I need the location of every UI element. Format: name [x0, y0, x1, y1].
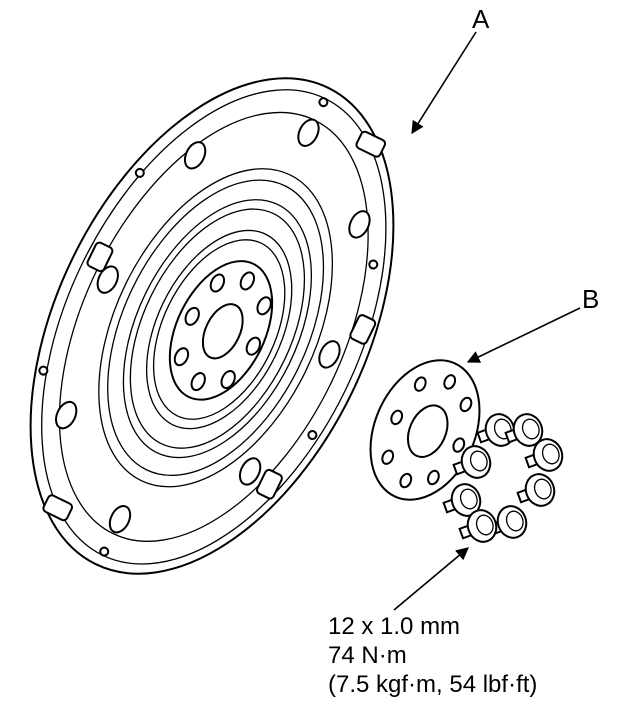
- back-plate-bolt-holes: [381, 374, 473, 489]
- bolt-torque-nm: 74 N·m: [328, 642, 407, 669]
- callout-b: B: [582, 284, 599, 314]
- bolt: [504, 413, 544, 447]
- bolt: [516, 473, 556, 507]
- bolt-torque-alt: (7.5 kgf·m, 54 lbf·ft): [328, 671, 537, 698]
- bolt: [524, 438, 564, 472]
- bolt-thread-spec: 12 x 1.0 mm: [328, 613, 460, 640]
- flywheel-hub-bolt-holes: [173, 271, 272, 392]
- flywheel-rim-small-holes: [38, 97, 379, 557]
- flywheel-bolt-holes: [55, 118, 371, 534]
- leader-b: [466, 307, 581, 363]
- back-plate: [369, 359, 481, 501]
- flywheel-plate: [29, 77, 395, 575]
- leader-bolt-spec: [393, 547, 469, 611]
- flywheel-rim-tabs: [42, 130, 387, 522]
- bolt: [452, 445, 492, 479]
- leader-a: [411, 31, 477, 135]
- bolt: [442, 483, 482, 517]
- bolt: [458, 509, 498, 543]
- flywheel-bolts: [442, 413, 564, 543]
- callout-a: A: [472, 4, 490, 34]
